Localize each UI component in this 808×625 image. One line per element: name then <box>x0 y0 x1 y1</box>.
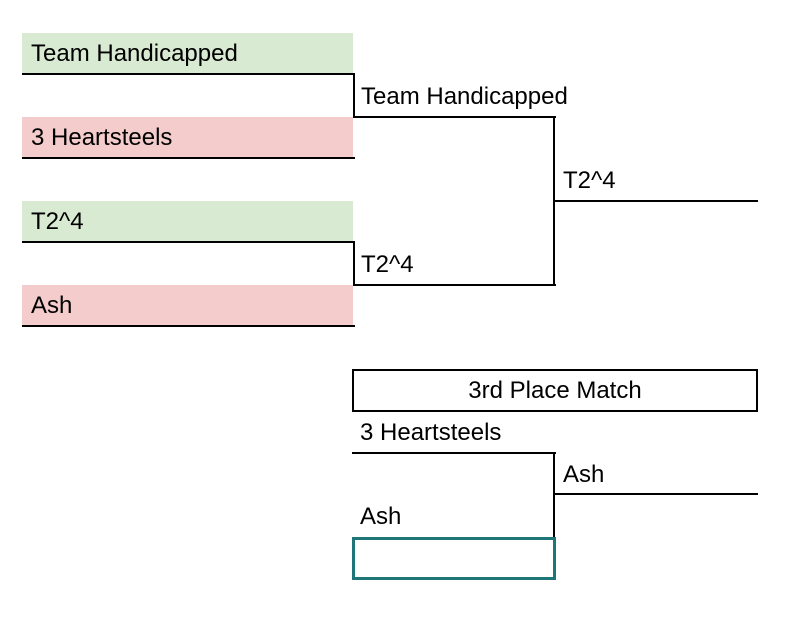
match1-top-team-cell[interactable]: Team Handicapped <box>22 33 353 74</box>
third-place-bottom-team-name[interactable]: Ash <box>360 503 402 530</box>
match1-bottom-team-name: 3 Heartsteels <box>31 123 173 151</box>
match1-top-line <box>22 73 355 75</box>
match2-bottom-team-name: Ash <box>31 291 73 319</box>
match2-winner-line <box>353 284 556 286</box>
match1-winner-line <box>353 116 556 118</box>
match1-connector-vertical <box>353 73 355 118</box>
match1-bottom-team-cell[interactable]: 3 Heartsteels <box>22 117 353 158</box>
third-place-winner-label[interactable]: Ash <box>563 461 605 488</box>
match1-winner-label[interactable]: Team Handicapped <box>361 83 568 110</box>
third-place-connector-vertical <box>553 452 555 538</box>
match1-top-team-name: Team Handicapped <box>31 39 238 67</box>
third-place-top-line <box>352 452 556 454</box>
final-winner-label[interactable]: T2^4 <box>563 167 616 194</box>
third-place-title-box[interactable]: 3rd Place Match <box>352 369 758 412</box>
match2-connector-vertical <box>353 241 355 286</box>
match2-top-team-name: T2^4 <box>31 207 84 235</box>
match2-bottom-line <box>22 325 355 327</box>
match2-bottom-team-cell[interactable]: Ash <box>22 285 353 326</box>
third-place-title: 3rd Place Match <box>468 376 642 404</box>
third-place-top-team-name[interactable]: 3 Heartsteels <box>360 419 502 446</box>
third-place-winner-line <box>553 493 758 495</box>
match2-top-line <box>22 241 355 243</box>
match2-top-team-cell[interactable]: T2^4 <box>22 201 353 242</box>
match1-bottom-line <box>22 157 355 159</box>
match2-winner-label[interactable]: T2^4 <box>361 251 414 278</box>
final-winner-line <box>553 200 758 202</box>
selected-cell-highlight[interactable] <box>352 537 556 580</box>
